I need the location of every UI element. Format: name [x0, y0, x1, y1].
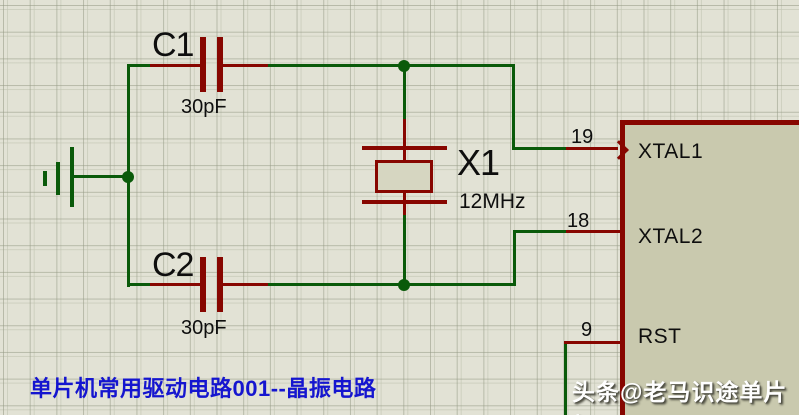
c1-value-label: 30pF — [181, 96, 227, 118]
crystal-plate-bottom — [362, 200, 447, 204]
c2-lead-right — [223, 283, 268, 286]
wire-top-rail-left — [128, 64, 152, 67]
c1-plate-left — [200, 37, 206, 92]
c2-value-label: 30pF — [181, 317, 227, 339]
c2-lead-left — [150, 283, 200, 286]
wire-bottom-rail-left — [128, 283, 152, 286]
pin-19-lead — [566, 147, 618, 150]
pin-name-xtal2: XTAL2 — [638, 225, 704, 248]
junction-dot-bottom — [398, 279, 410, 291]
c2-ref-label: C2 — [152, 246, 194, 284]
pin-name-rst: RST — [638, 325, 682, 348]
crystal-body — [375, 160, 433, 193]
wire-bottom-rail-right — [266, 283, 516, 286]
pin-number-9: 9 — [581, 319, 593, 341]
c1-ref-label: C1 — [152, 26, 194, 64]
wire-xtal1-stub — [512, 147, 568, 150]
wire-xtal1-drop — [512, 64, 515, 150]
junction-dot-top — [398, 60, 410, 72]
c2-plate-right — [217, 257, 223, 312]
crystal-lead-top — [403, 119, 406, 161]
wire-xtal2-riser — [513, 231, 516, 286]
c1-lead-right — [223, 64, 268, 67]
pin-number-18: 18 — [567, 210, 590, 232]
x1-ref-label: X1 — [457, 142, 500, 183]
wire-crystal-top — [403, 64, 406, 121]
wire-xtal2-stub — [513, 230, 568, 233]
ground-stem — [72, 175, 128, 178]
c1-lead-left — [150, 64, 200, 67]
wire-crystal-bottom — [403, 214, 406, 285]
watermark-text: 头条@老马识途单片机 — [572, 379, 788, 415]
c1-plate-right — [217, 37, 223, 92]
wire-rst-drop — [564, 341, 567, 415]
caption-text: 单片机常用驱动电路001--晶振电路 — [30, 376, 377, 401]
wire-top-rail-right — [266, 64, 515, 67]
ground-bar-large — [70, 147, 74, 207]
junction-dot-ground — [122, 171, 134, 183]
pin-18-lead — [566, 230, 622, 233]
pin-number-19: 19 — [571, 126, 594, 148]
c2-plate-left — [200, 257, 206, 312]
x1-value-label: 12MHz — [459, 190, 526, 213]
ground-bar-medium — [56, 162, 60, 195]
mcu-body — [620, 120, 799, 415]
ground-bar-small — [43, 171, 47, 186]
crystal-plate-top — [362, 146, 447, 150]
pin-name-xtal1: XTAL1 — [638, 140, 704, 163]
pin-9-lead — [564, 341, 622, 344]
